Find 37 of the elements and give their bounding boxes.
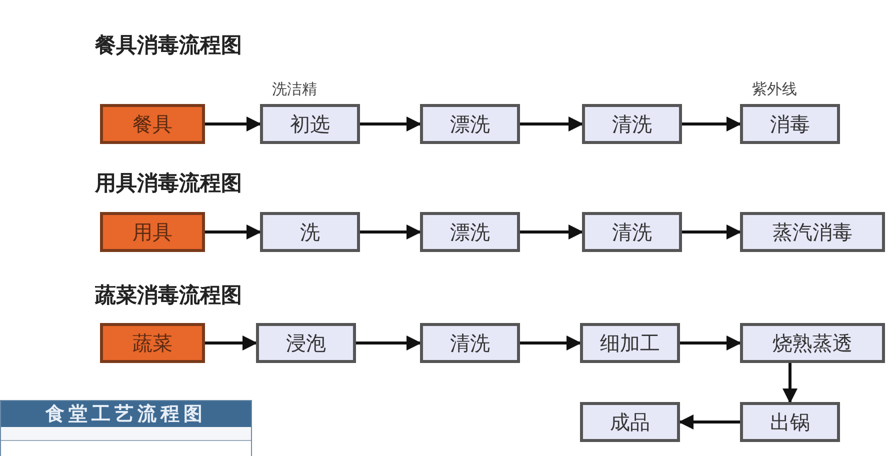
process-box: 漂洗 bbox=[420, 212, 520, 252]
process-box: 成品 bbox=[580, 402, 680, 442]
arrow bbox=[678, 414, 740, 430]
arrow bbox=[520, 336, 582, 350]
arrow bbox=[680, 336, 742, 350]
process-box: 洗 bbox=[260, 212, 360, 252]
arrow bbox=[360, 116, 422, 132]
process-box: 漂洗 bbox=[420, 104, 520, 144]
process-box: 浸泡 bbox=[256, 323, 356, 363]
arrow bbox=[360, 224, 422, 240]
process-box: 消毒 bbox=[740, 104, 840, 144]
process-box: 清洗 bbox=[582, 212, 682, 252]
arrow bbox=[356, 336, 422, 350]
process-box: 出锅 bbox=[740, 402, 840, 442]
arrow bbox=[520, 116, 584, 132]
arrow bbox=[520, 224, 584, 240]
process-box: 初选 bbox=[260, 104, 360, 144]
table-title: 食堂工艺流程图 bbox=[46, 402, 206, 427]
node-note: 紫外线 bbox=[752, 79, 797, 100]
start-box: 餐具 bbox=[100, 104, 205, 144]
process-box: 蒸汽消毒 bbox=[740, 212, 885, 252]
process-box: 清洗 bbox=[420, 323, 520, 363]
process-box: 烧熟蒸透 bbox=[740, 323, 885, 363]
arrow bbox=[682, 116, 742, 132]
arrow bbox=[205, 336, 258, 350]
section-heading: 用具消毒流程图 bbox=[95, 170, 242, 197]
arrow bbox=[782, 363, 798, 404]
start-box: 用具 bbox=[100, 212, 205, 252]
process-box: 细加工 bbox=[580, 323, 680, 363]
section-heading: 餐具消毒流程图 bbox=[95, 32, 242, 59]
arrow bbox=[205, 116, 262, 132]
node-note: 洗洁精 bbox=[272, 79, 317, 100]
process-box: 清洗 bbox=[582, 104, 682, 144]
arrow bbox=[682, 224, 742, 240]
section-heading: 蔬菜消毒流程图 bbox=[95, 282, 242, 309]
start-box: 蔬菜 bbox=[100, 323, 205, 363]
arrow bbox=[205, 224, 262, 240]
